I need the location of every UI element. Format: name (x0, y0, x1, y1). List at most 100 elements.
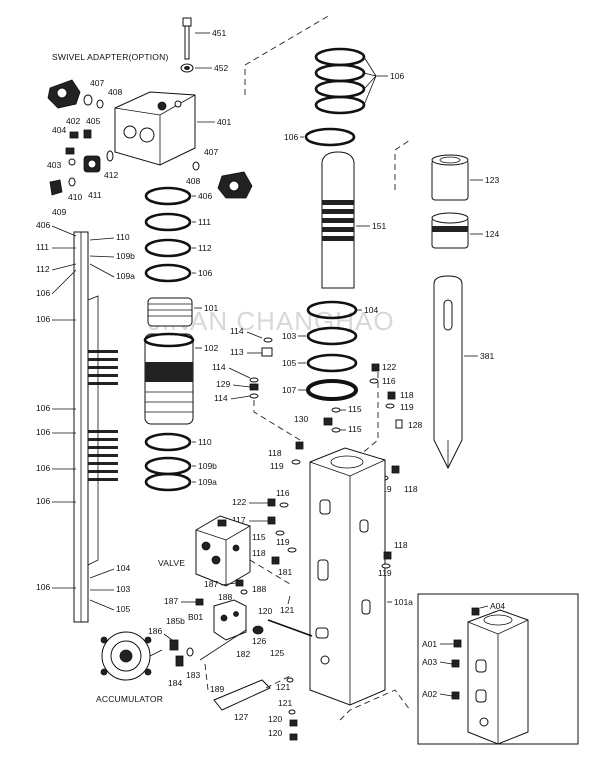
guide-line (339, 689, 411, 721)
callout-403: 403 (47, 160, 61, 170)
callout-106-left-7: 106 (36, 582, 50, 592)
callout-120c: 120 (268, 728, 282, 738)
plug-187b (195, 598, 204, 606)
callout-112-left: 112 (36, 264, 50, 274)
callout-106-left-4: 106 (36, 427, 50, 437)
callout-110: 110 (198, 437, 212, 447)
callout-408b: 408 (186, 176, 200, 186)
callout-407b: 407 (204, 147, 218, 157)
callout-109b: 109b (198, 461, 217, 471)
guide-line (204, 663, 209, 691)
callout-408: 408 (108, 87, 122, 97)
bolt-182 (199, 629, 247, 661)
callout-410: 410 (68, 192, 82, 202)
guide-line (394, 139, 411, 190)
guide-line (265, 675, 291, 689)
callout-117: 117 (232, 515, 246, 525)
callout-114a: 114 (230, 326, 244, 336)
callout-104b: 104 (364, 305, 378, 315)
bolt-451: 451 (182, 17, 226, 60)
fitting-184 (175, 655, 184, 667)
plug-187a (235, 579, 244, 587)
main-body-101a: 101a (309, 447, 413, 706)
callout-187b: 187 (164, 596, 178, 606)
plug-409 (49, 179, 63, 196)
fittings-402-405 (65, 129, 92, 166)
callout-119b: 119 (270, 461, 284, 471)
callout-a04: A04 (490, 601, 505, 611)
swivel-adapter-block: 401 (114, 91, 231, 166)
callout-186: 186 (148, 626, 162, 636)
callout-101a: 101a (394, 597, 413, 607)
ring-106-single: 106 (284, 127, 356, 147)
callout-a03: A03 (422, 657, 437, 667)
callout-118b: 118 (268, 448, 282, 458)
callout-102: 102 (204, 343, 218, 353)
guide-line (244, 14, 331, 95)
callout-119e: 119 (378, 568, 392, 578)
callout-118e: 118 (394, 540, 408, 550)
inset-detail: A04 A01 A03 A02 (417, 593, 579, 745)
callout-103: 103 (282, 331, 296, 341)
callout-106b: 106 (284, 132, 298, 142)
callout-115a: 115 (348, 404, 362, 414)
callout-105-left: 105 (116, 604, 130, 614)
callout-106-left-1: 106 (36, 288, 50, 298)
valve-block (195, 515, 291, 587)
ring-105: 105 (282, 353, 358, 373)
fitting-411-412 (83, 150, 114, 173)
callout-121c: 121 (278, 698, 292, 708)
ring-bush-124: 124 (431, 212, 499, 249)
callout-118d: 118 (252, 548, 266, 558)
callout-103-left: 103 (116, 584, 130, 594)
callout-126: 126 (252, 636, 266, 646)
cylinder-sleeve-102: 102 (143, 332, 218, 425)
swivel-fitting-left (47, 79, 93, 109)
fittings-left-body: 122 116 117 115 119 118 118 119 (232, 488, 408, 578)
callout-381: 381 (480, 351, 494, 361)
callout-106c: 106 (198, 268, 212, 278)
ring-109b: 109b (144, 456, 217, 476)
callout-452: 452 (214, 63, 228, 73)
ring-111: 111 (144, 212, 211, 232)
fitting-185b (169, 639, 179, 651)
callout-111-left: 111 (36, 242, 49, 252)
o-ring-408b (192, 161, 200, 171)
callout-185b: 185b (166, 616, 185, 626)
callout-a01: A01 (422, 639, 437, 649)
callout-405: 405 (86, 116, 100, 126)
callout-105: 105 (282, 358, 296, 368)
piston-151: 151 (321, 151, 386, 289)
callout-106-left-3: 106 (36, 403, 50, 413)
o-ring-408 (96, 99, 104, 109)
callout-122b: 122 (232, 497, 246, 507)
callout-118a: 118 (400, 390, 414, 400)
callout-111: 111 (198, 217, 211, 227)
callout-404: 404 (52, 125, 66, 135)
callout-a02: A02 (422, 689, 437, 699)
chisel-381: 381 (433, 275, 494, 470)
callout-182: 182 (236, 649, 250, 659)
callout-109a-left: 109a (116, 271, 135, 281)
callout-114c: 114 (214, 393, 228, 403)
callout-121b: 121 (276, 682, 290, 692)
bottom-fittings: 121 121 120 120 (268, 677, 298, 741)
accumulator (100, 631, 163, 681)
rod-pin-127: 127 (213, 679, 271, 722)
callout-406-left: 406 (36, 220, 50, 230)
adapter-block-b01 (213, 599, 247, 641)
swivel-fitting-right (217, 171, 253, 199)
caption-swivel-adapter: SWIVEL ADAPTER(OPTION) (52, 52, 169, 62)
callout-109a: 109a (198, 477, 217, 487)
ring-107: 107 (282, 379, 358, 401)
callout-181: 181 (278, 567, 292, 577)
pin-125: 125 (267, 619, 313, 658)
front-cover-123: 123 (431, 154, 499, 201)
callout-130: 130 (294, 414, 308, 424)
callout-128: 128 (408, 420, 422, 430)
washer-452: 452 (180, 63, 228, 73)
callout-120a: 120 (258, 606, 272, 616)
o-ring-188a (240, 589, 248, 595)
left-callouts: 406 111 112 106 106 106 106 106 106 106 … (36, 220, 135, 614)
